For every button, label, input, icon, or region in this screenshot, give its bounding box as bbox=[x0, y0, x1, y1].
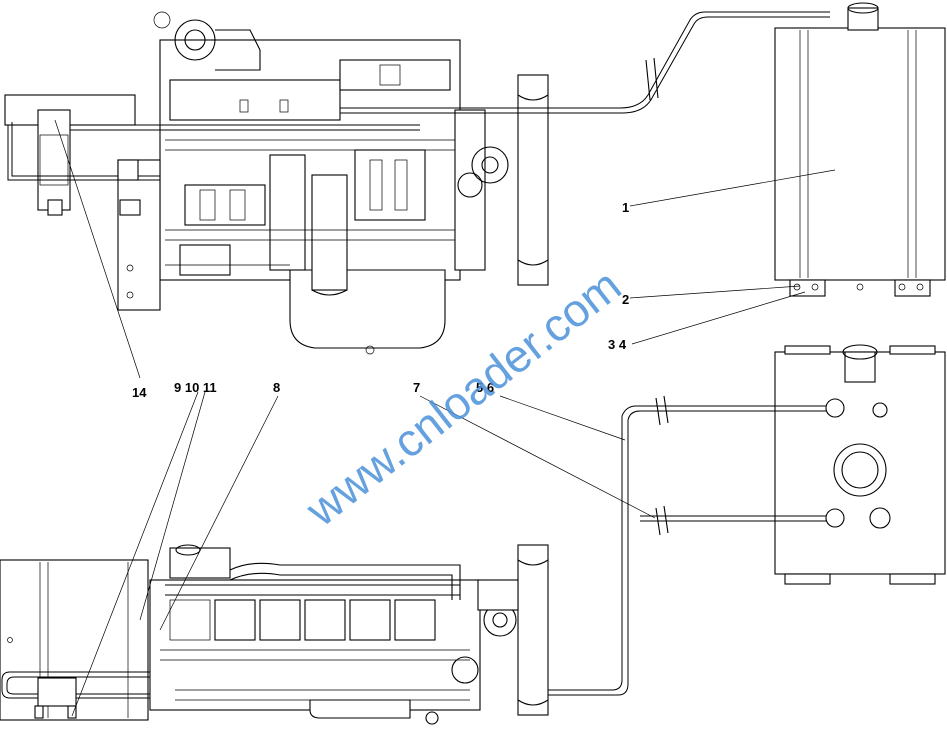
callout-8: 8 bbox=[273, 380, 280, 395]
callout-3-4: 3 4 bbox=[608, 337, 627, 352]
upper-engine bbox=[117, 11, 549, 355]
lower-fuel-tank bbox=[774, 344, 946, 585]
callout-5-6: 5 6 bbox=[476, 380, 494, 395]
callout-9-10-11: 9 10 11 bbox=[174, 380, 217, 395]
upper-tank-line bbox=[340, 11, 830, 114]
lower-engine bbox=[0, 544, 549, 725]
callout-2: 2 bbox=[622, 292, 629, 307]
callout-14: 14 bbox=[132, 385, 147, 400]
upper-fuel-tank bbox=[774, 2, 946, 297]
callout-1: 1 bbox=[622, 200, 629, 215]
callout-7: 7 bbox=[413, 380, 420, 395]
lower-prefilter bbox=[1, 671, 150, 719]
upper-prefilter bbox=[4, 94, 420, 216]
leader-lines bbox=[54, 119, 836, 717]
lower-tank-lines bbox=[540, 395, 826, 696]
callout-labels: 1 2 3 4 14 9 10 11 8 7 5 6 bbox=[132, 200, 629, 400]
